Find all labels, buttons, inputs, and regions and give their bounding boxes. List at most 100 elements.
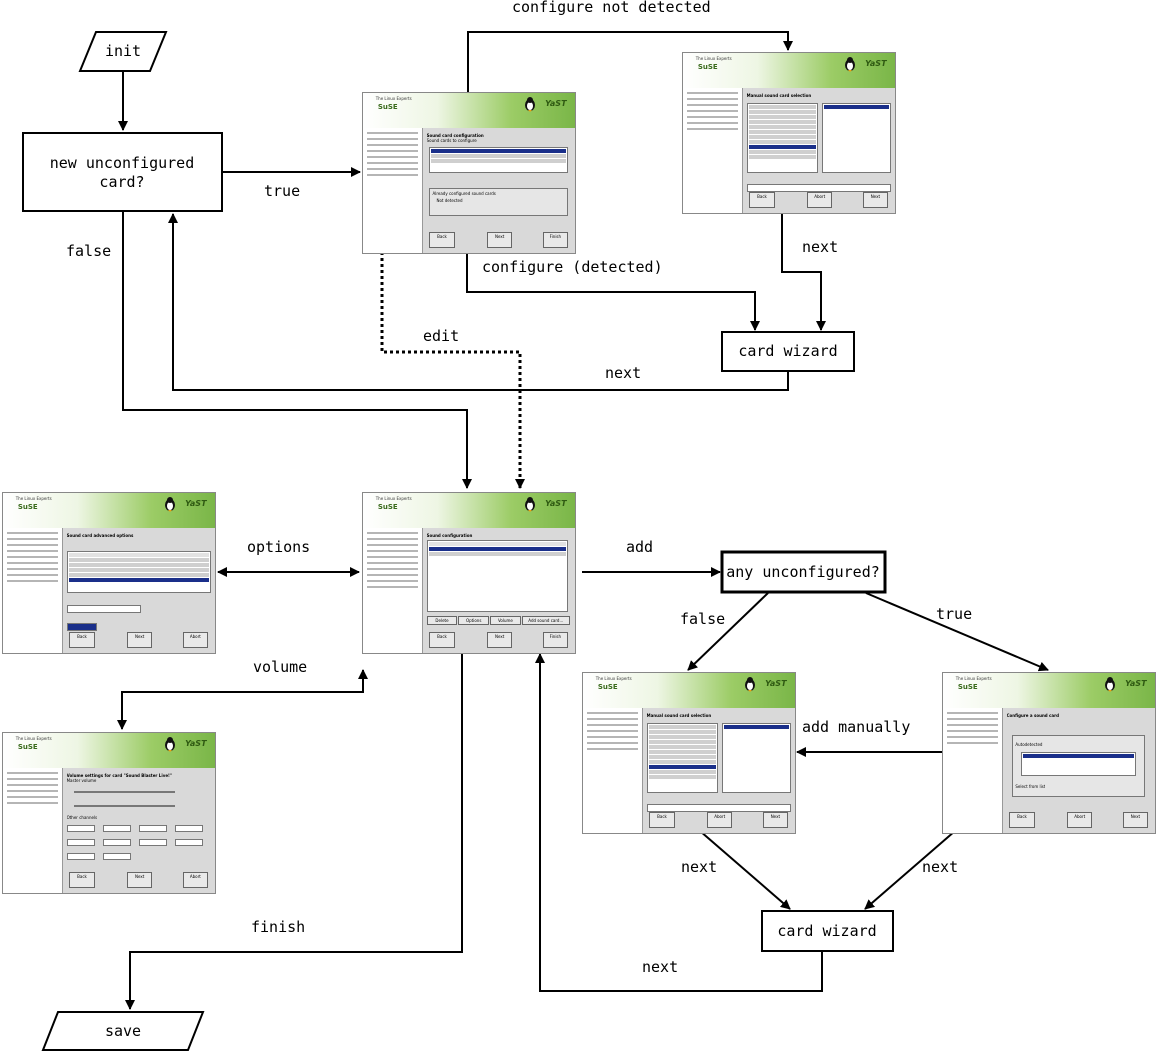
next-button[interactable]: Next <box>1122 811 1148 829</box>
list-item[interactable] <box>748 130 816 134</box>
back-button[interactable]: Back <box>69 871 95 889</box>
master-slider[interactable] <box>73 791 175 793</box>
channel-field[interactable] <box>102 839 131 846</box>
list-item[interactable] <box>748 135 816 139</box>
channel-field[interactable] <box>66 825 95 832</box>
channel-field[interactable] <box>174 825 203 832</box>
table-row[interactable] <box>68 563 209 567</box>
back-button[interactable]: Back <box>429 631 455 649</box>
abort-button[interactable]: Abort <box>807 191 833 209</box>
list-item[interactable] <box>648 775 716 779</box>
list-item[interactable] <box>723 725 789 729</box>
possible-values-combo[interactable] <box>66 623 98 631</box>
card-wizard-top-label: card wizard <box>738 342 837 360</box>
list-item[interactable] <box>748 120 816 124</box>
volume-button[interactable]: Volume <box>490 616 521 625</box>
list-item[interactable] <box>748 105 816 109</box>
list-item[interactable] <box>648 750 716 754</box>
tux-icon <box>524 497 535 512</box>
options-table[interactable] <box>66 551 211 593</box>
next-button[interactable]: Next <box>762 811 788 829</box>
back-button[interactable]: Back <box>649 811 675 829</box>
channel-field[interactable] <box>102 853 131 860</box>
list-item[interactable] <box>648 755 716 759</box>
list-item[interactable] <box>648 745 716 749</box>
list-item[interactable] <box>1023 754 1135 758</box>
list-item[interactable] <box>648 770 716 774</box>
options-button[interactable]: Options <box>458 616 490 625</box>
back-button[interactable]: Back <box>1009 811 1035 829</box>
channel-field[interactable] <box>66 839 95 846</box>
cards-table[interactable] <box>426 540 568 612</box>
list-item[interactable] <box>748 115 816 119</box>
search-field[interactable] <box>646 804 791 812</box>
detected-list[interactable] <box>1021 752 1137 776</box>
next-button[interactable]: Next <box>862 191 888 209</box>
abort-button[interactable]: Abort <box>707 811 733 829</box>
edge-next-bottom <box>535 653 823 992</box>
back-button[interactable]: Back <box>749 191 775 209</box>
list-item[interactable] <box>431 154 566 158</box>
list-item[interactable] <box>748 150 816 154</box>
table-row[interactable] <box>428 552 566 556</box>
autodetected-radio[interactable]: Autodetected <box>1015 742 1043 747</box>
list-item[interactable] <box>648 735 716 739</box>
channel-field[interactable] <box>174 839 203 846</box>
label-true-any: true <box>936 605 972 623</box>
back-button[interactable]: Back <box>69 631 95 649</box>
pcm-slider[interactable] <box>73 805 175 807</box>
cards-list[interactable] <box>429 147 568 173</box>
edge-configure-detected <box>466 252 760 331</box>
channel-field[interactable] <box>138 839 167 846</box>
list-item[interactable] <box>748 125 816 129</box>
select-from-list-radio[interactable]: Select from list <box>1015 784 1046 789</box>
list-item[interactable] <box>748 155 816 159</box>
driver-list[interactable] <box>646 723 718 793</box>
other-channels-label: Other channels <box>66 815 98 820</box>
yast-banner <box>583 673 795 709</box>
finish-button[interactable]: Finish <box>542 631 568 649</box>
list-item[interactable] <box>748 145 816 149</box>
table-row[interactable] <box>68 573 209 577</box>
channel-field[interactable] <box>66 853 95 860</box>
value-field[interactable] <box>66 605 141 613</box>
next-button[interactable]: Next <box>127 631 153 649</box>
suse-logo: SuSE <box>17 503 38 511</box>
yast-logo: YaST <box>545 99 567 108</box>
next-button[interactable]: Next <box>487 631 513 649</box>
channel-field[interactable] <box>102 825 131 832</box>
table-row[interactable] <box>68 558 209 562</box>
list-item[interactable] <box>431 159 566 163</box>
list-item[interactable] <box>648 765 716 769</box>
abort-button[interactable]: Abort <box>1067 811 1093 829</box>
table-row[interactable] <box>428 547 566 551</box>
screen-sound-card-configuration: The Linux Experts SuSE YaST Sound card c… <box>362 92 576 254</box>
finish-button[interactable]: Finish <box>542 231 568 249</box>
label-next-right: next <box>922 858 958 876</box>
list-item[interactable] <box>431 149 566 153</box>
yast-logo: YaST <box>1125 679 1147 688</box>
list-item[interactable] <box>648 760 716 764</box>
channel-field[interactable] <box>138 825 167 832</box>
table-row[interactable] <box>68 568 209 572</box>
save-node: save <box>41 1011 205 1051</box>
model-list[interactable] <box>721 723 791 793</box>
abort-button[interactable]: Abort <box>182 631 208 649</box>
add-sound-card-button[interactable]: Add sound card... <box>521 616 570 625</box>
list-item[interactable] <box>748 110 816 114</box>
driver-list[interactable] <box>746 103 818 173</box>
list-item[interactable] <box>823 105 889 109</box>
list-item[interactable] <box>648 740 716 744</box>
list-item[interactable] <box>748 140 816 144</box>
search-field[interactable] <box>746 184 891 192</box>
model-list[interactable] <box>821 103 891 173</box>
next-button[interactable]: Next <box>127 871 153 889</box>
next-button[interactable]: Next <box>487 231 513 249</box>
table-row[interactable] <box>68 578 209 582</box>
list-item[interactable] <box>648 730 716 734</box>
abort-button[interactable]: Abort <box>182 871 208 889</box>
list-item[interactable] <box>648 725 716 729</box>
back-button[interactable]: Back <box>429 231 455 249</box>
suse-logo: SuSE <box>377 503 398 511</box>
delete-button[interactable]: Delete <box>426 616 458 625</box>
